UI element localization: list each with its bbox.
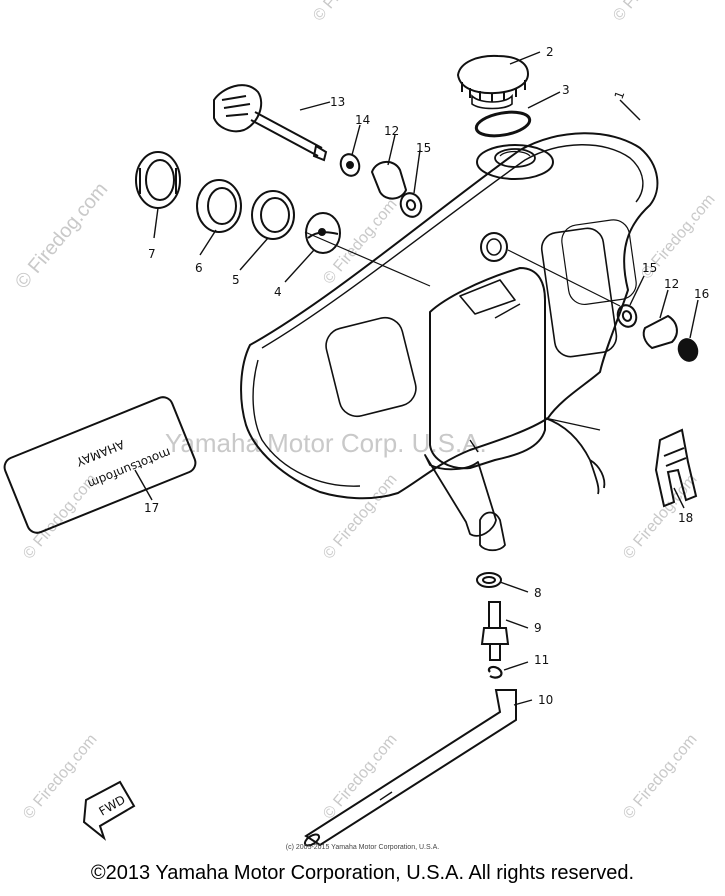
- callout-1: 1: [612, 89, 628, 101]
- callout-15b: 15: [642, 261, 657, 275]
- callout-12: 12: [384, 124, 399, 138]
- watermark-site: © Firedog.com: [320, 731, 401, 822]
- callout-5: 5: [232, 273, 240, 287]
- callout-3: 3: [562, 83, 570, 97]
- fuel-cap: [456, 54, 530, 110]
- callout-9: 9: [534, 621, 542, 635]
- callout-8: 8: [534, 586, 542, 600]
- watermark-site: © Firedog.com: [20, 731, 101, 822]
- callout-11: 11: [534, 653, 549, 667]
- callout-16: 16: [694, 287, 709, 301]
- fwd-label: FWD: [97, 792, 128, 818]
- fuel-tank: [240, 132, 659, 552]
- callout-15: 15: [416, 141, 431, 155]
- decal-plate: AHAMAY mototsunfodm: [3, 396, 197, 534]
- watermark-company: Yamaha Motor Corp. U.S.A.: [165, 428, 487, 458]
- callout-13: 13: [330, 95, 345, 109]
- callout-14: 14: [355, 113, 370, 127]
- bracket: [654, 428, 698, 508]
- callout-12b: 12: [664, 277, 679, 291]
- fwd-arrow: FWD: [82, 780, 136, 841]
- inner-copyright: (c) 2005-2015 Yamaha Motor Corporation, …: [285, 844, 440, 851]
- watermark-site: © Firedog.com: [320, 196, 401, 287]
- callouts: 1 2 3 13 14 12 15 7 6 5 4 15 12 16 17 18…: [144, 45, 709, 707]
- outlet-parts: [303, 572, 517, 847]
- cap-seal: [474, 110, 532, 138]
- watermark-site: © Firedog.com: [610, 0, 691, 25]
- fuel-cock-lever: [213, 84, 328, 162]
- callout-7: 7: [148, 247, 156, 261]
- callout-18: 18: [678, 511, 693, 525]
- footer-copyright: ©2013 Yamaha Motor Corporation, U.S.A. A…: [90, 862, 635, 884]
- callout-10: 10: [538, 693, 553, 707]
- callout-6: 6: [195, 261, 203, 275]
- filter-parts: [135, 151, 341, 254]
- decal-text-line1: AHAMAY: [74, 437, 127, 469]
- watermark-site: © Firedog.com: [310, 0, 391, 25]
- small-parts: [339, 153, 699, 362]
- callout-17: 17: [144, 501, 159, 515]
- watermark-site: © Firedog.com: [11, 178, 112, 293]
- callout-2: 2: [546, 45, 554, 59]
- watermark-site: © Firedog.com: [620, 731, 701, 822]
- leader-lines: [134, 51, 699, 706]
- callout-4: 4: [274, 285, 282, 299]
